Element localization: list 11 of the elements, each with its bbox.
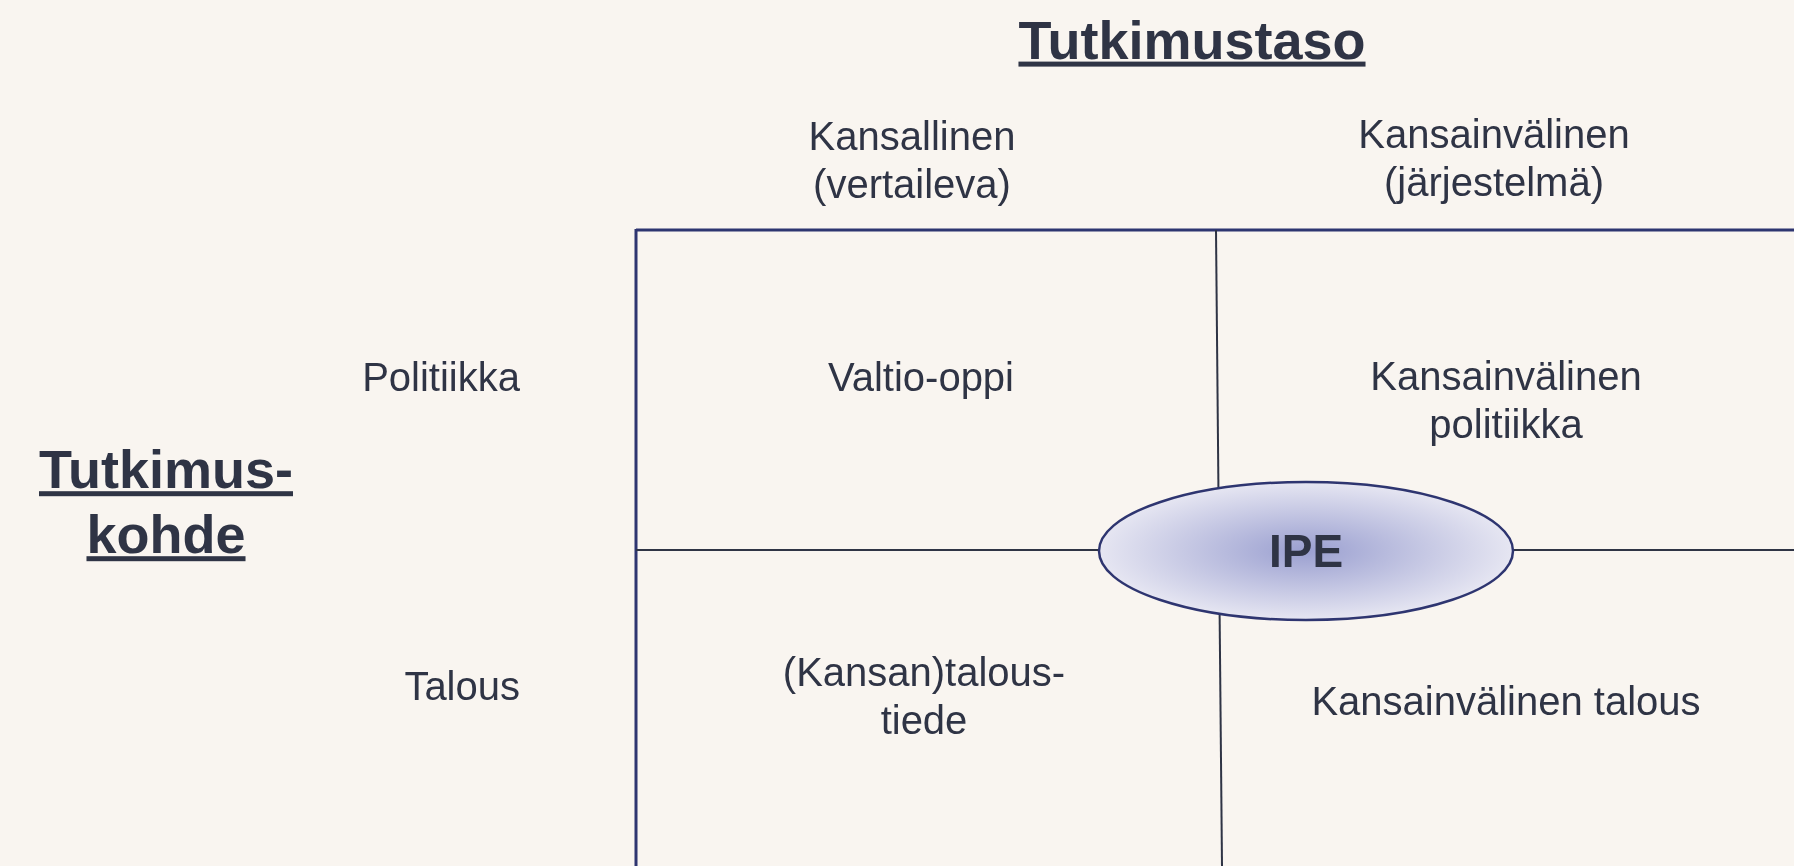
ellipse-node: IPE (1097, 480, 1515, 622)
axis-heading: Tutkimus- kohde (38, 438, 294, 566)
cell-text: (Kansan)talous- tiede (781, 649, 1067, 744)
cell-text: Valtio-oppi (826, 354, 1015, 401)
column-header: Kansainvälinen (järjestelmä) (1357, 111, 1631, 206)
cell-text: Kansainvälinen politiikka (1369, 353, 1643, 448)
row-header: Talous (403, 663, 520, 710)
row-header: Politiikka (361, 354, 520, 401)
cell-text: Kansainvälinen talous (1310, 678, 1702, 725)
axis-heading: Tutkimustaso (1017, 8, 1367, 72)
column-header: Kansallinen (vertaileva) (807, 113, 1017, 208)
